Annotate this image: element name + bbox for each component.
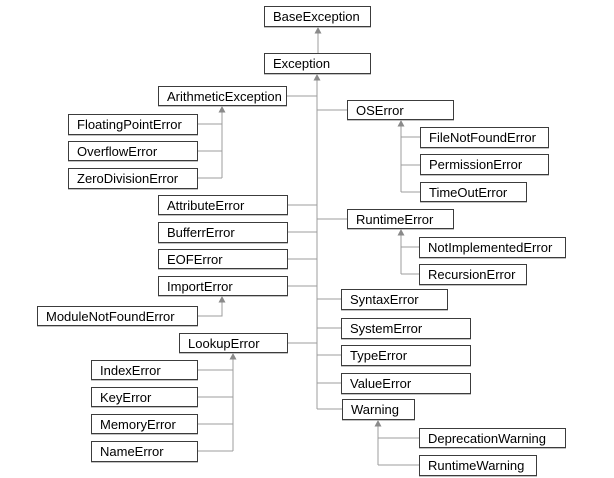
node-runtimeerror: RuntimeError: [347, 209, 454, 229]
node-label: KeyError: [100, 389, 152, 405]
node-label: Warning: [351, 402, 399, 417]
node-permissionerror: PermissionError: [420, 154, 549, 175]
node-runtimewarning: RuntimeWarning: [419, 455, 537, 476]
connector-line: [198, 299, 223, 317]
node-label: MemoryError: [100, 416, 176, 432]
node-buffererror: BufferrError: [158, 222, 288, 243]
node-typeerror: TypeError: [341, 345, 471, 366]
arrowhead-up-icon: [313, 74, 321, 81]
node-label: PermissionError: [429, 157, 523, 172]
node-label: NameError: [100, 444, 164, 459]
node-label: ImportError: [167, 278, 233, 294]
arrowhead-up-icon: [397, 229, 405, 236]
node-zerodivisionerror: ZeroDivisionError: [68, 168, 198, 189]
node-exception: Exception: [264, 53, 371, 74]
node-label: RuntimeError: [356, 211, 434, 227]
node-label: Exception: [273, 56, 331, 71]
node-oserror: OSError: [347, 100, 454, 120]
node-baseexception: BaseException: [264, 6, 371, 27]
node-memoryerror: MemoryError: [91, 414, 198, 434]
node-label: ValueError: [350, 376, 412, 391]
node-label: OSError: [356, 102, 404, 118]
node-timeouterror: TimeOutError: [420, 182, 527, 202]
node-label: LookupError: [188, 335, 260, 351]
node-label: BaseException: [273, 9, 360, 24]
node-arithmeticexception: ArithmeticException: [158, 86, 287, 106]
node-eoferror: EOFError: [158, 249, 288, 269]
node-systemerror: SystemError: [341, 318, 471, 339]
node-label: IndexError: [100, 362, 161, 378]
node-label: BufferrError: [167, 225, 235, 240]
arrowhead-up-icon: [374, 420, 382, 427]
node-label: OverflowError: [77, 143, 158, 159]
node-label: EOFError: [167, 251, 223, 267]
node-label: ArithmeticException: [167, 88, 282, 104]
node-indexerror: IndexError: [91, 360, 198, 380]
node-lookuperror: LookupError: [179, 333, 288, 353]
arrowhead-up-icon: [218, 106, 226, 113]
node-label: TypeError: [350, 348, 408, 363]
node-label: DeprecationWarning: [428, 430, 547, 446]
node-label: ModuleNotFoundError: [46, 308, 175, 324]
node-keyerror: KeyError: [91, 387, 198, 407]
node-filenotfounderror: FileNotFoundError: [420, 127, 549, 148]
node-label: RuntimeWarning: [428, 458, 525, 473]
node-label: SyntaxError: [350, 292, 419, 307]
node-label: RecursionError: [428, 267, 516, 282]
node-warning: Warning: [342, 399, 415, 420]
node-label: NotImplementedError: [428, 240, 553, 255]
node-label: AttributeError: [167, 197, 245, 213]
node-floatingpointerror: FloatingPointError: [68, 114, 198, 135]
node-valueerror: ValueError: [341, 373, 471, 394]
node-attributeerror: AttributeError: [158, 195, 288, 215]
node-label: ZeroDivisionError: [77, 171, 179, 186]
arrowhead-up-icon: [218, 296, 226, 303]
node-overflowerror: OverflowError: [68, 141, 198, 161]
node-label: SystemError: [350, 321, 423, 336]
node-notimplementederror: NotImplementedError: [419, 237, 566, 258]
node-label: FileNotFoundError: [429, 130, 536, 145]
node-label: FloatingPointError: [77, 117, 182, 132]
node-recursionerror: RecursionError: [419, 264, 527, 285]
node-importerror: ImportError: [158, 276, 288, 296]
arrowhead-up-icon: [314, 27, 322, 34]
node-modulenotfounderror: ModuleNotFoundError: [37, 306, 198, 326]
arrowhead-up-icon: [397, 120, 405, 127]
node-syntaxerror: SyntaxError: [341, 289, 448, 310]
node-deprecationwarning: DeprecationWarning: [419, 428, 566, 448]
arrowhead-up-icon: [229, 353, 237, 360]
node-label: TimeOutError: [429, 184, 508, 200]
node-nameerror: NameError: [91, 441, 198, 462]
